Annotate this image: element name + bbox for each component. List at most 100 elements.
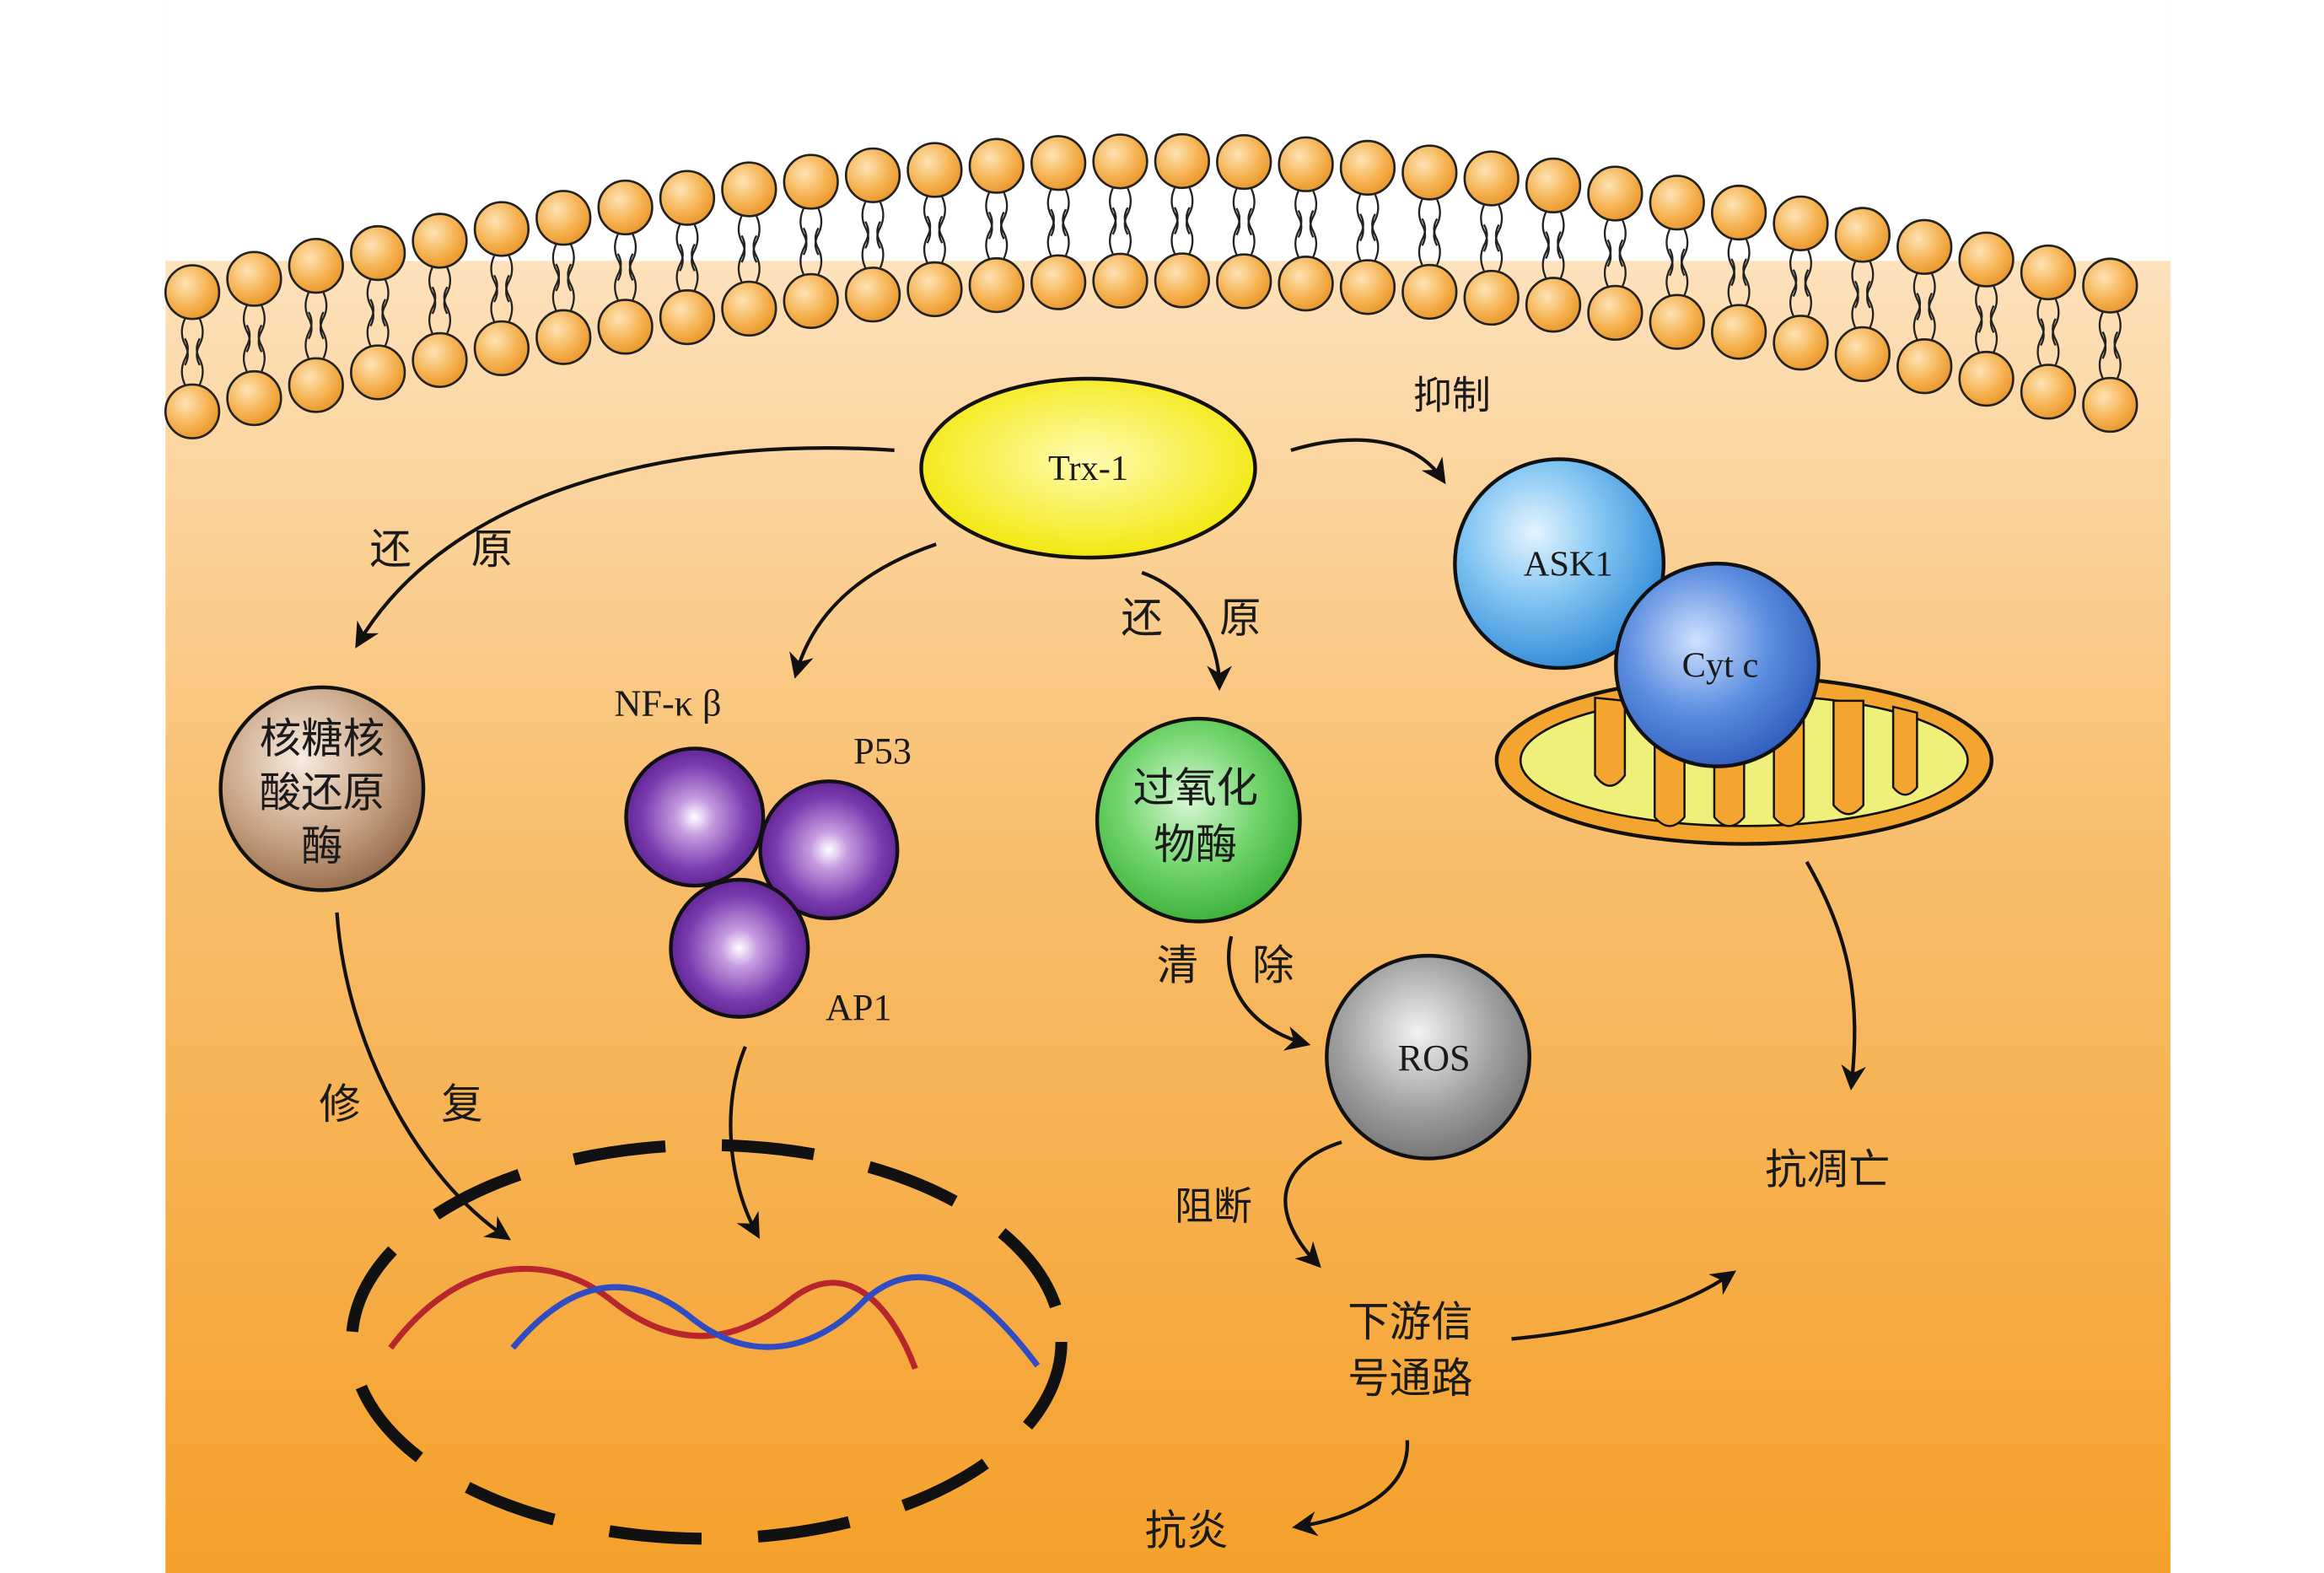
nucleus (346, 1139, 1068, 1545)
downstream-label-line2: 号通路 (1348, 1354, 1472, 1403)
edge-label-reduce-left-1: 还 (369, 525, 412, 574)
peroxidase-label-line1: 过氧化 (1133, 763, 1258, 812)
lipid-head (1649, 294, 1705, 350)
lipid-head (2082, 376, 2138, 434)
lipid-head (597, 299, 654, 355)
trx1-label: Trx-1 (1048, 449, 1128, 488)
ap1-label: AP1 (826, 987, 892, 1028)
ros-label: ROS (1398, 1037, 1471, 1079)
lipid-head (1339, 139, 1396, 197)
node-peroxidase: 过氧化 物酶 (1095, 716, 1302, 924)
lipid-head (844, 147, 901, 203)
lipid-head (844, 267, 901, 323)
edge-label-repair-2: 复 (441, 1080, 483, 1129)
edge-label-block: 阻断 (1175, 1183, 1252, 1229)
dna-strand-red (388, 1265, 918, 1371)
edge-inhibit (1290, 438, 1446, 485)
lipid-head (1216, 133, 1272, 191)
edge-label-reduce-mid-2: 原 (1219, 594, 1262, 643)
lipid-head (906, 261, 963, 318)
lipid-head (1278, 256, 1334, 312)
lipid-head (968, 256, 1025, 314)
lipid-head (350, 224, 406, 282)
edge-downstream-to-antiapoptosis (1511, 1270, 1737, 1341)
lipid-head (1463, 269, 1520, 326)
lipid-head (1834, 326, 1891, 383)
dna-strand-blue (510, 1274, 1041, 1368)
edge-mito-to-antiapoptosis (1805, 860, 1866, 1091)
node-ribonucleotide-reductase: 核糖核 酸还原 酶 (218, 685, 426, 892)
outcome-anti-inflammation: 抗炎 (1145, 1506, 1229, 1554)
ask1-label: ASK1 (1524, 544, 1613, 584)
lipid-head (473, 201, 530, 257)
edge-trx-to-tf (789, 542, 937, 679)
edge-reduce-left (355, 446, 895, 649)
peroxidase-label-line2: 物酶 (1154, 820, 1237, 869)
edge-label-clear-1: 清 (1157, 940, 1199, 989)
lipid-head (1958, 231, 2015, 288)
edge-downstream-to-antiinflammation (1292, 1440, 1409, 1537)
lipid-head (659, 288, 716, 346)
node-trx1: Trx-1 (919, 376, 1257, 560)
rnr-label-line1: 核糖核 (260, 714, 385, 763)
lipid-head (783, 272, 839, 330)
lipid-head (473, 320, 530, 377)
lipid-head (597, 179, 654, 236)
cell-membrane (164, 132, 2138, 439)
edge-label-reduce-left-2: 原 (471, 525, 514, 574)
rnr-label-line2: 酸还原 (260, 768, 385, 816)
edge-label-clear-2: 除 (1252, 940, 1294, 989)
lipid-head (1896, 218, 1953, 275)
lipid-head (1030, 135, 1087, 191)
edge-repair (335, 912, 512, 1241)
lipid-head (1525, 277, 1582, 333)
downstream-label-line1: 下游信 (1348, 1297, 1472, 1346)
nfkb-sphere (624, 746, 766, 888)
node-cytc: Cyt c (1614, 562, 1821, 768)
ap1-sphere (669, 877, 810, 1019)
lipid-head (1092, 133, 1149, 190)
dna-helix (388, 1265, 1041, 1371)
p53-sphere (758, 779, 900, 921)
lipid-head (1834, 207, 1891, 263)
lipid-head (2082, 257, 2138, 314)
outcome-anti-apoptosis: 抗凋亡 (1765, 1145, 1890, 1194)
lipid-head (1710, 304, 1767, 360)
lipid-head (2020, 244, 2077, 301)
node-ask1: ASK1 (1453, 457, 1666, 671)
node-ros: ROS (1325, 953, 1531, 1161)
lipid-head (1773, 315, 1829, 371)
lipid-head (1216, 253, 1272, 310)
rnr-label-line3: 酶 (301, 822, 343, 870)
lipid-head (1710, 184, 1767, 241)
p53-label: P53 (853, 730, 912, 772)
lipid-head (1030, 254, 1087, 310)
lipid-head (535, 309, 592, 365)
lipid-head (1958, 350, 2015, 407)
lipid-head (1339, 259, 1396, 315)
lipid-head (659, 170, 716, 226)
lipid-head (1154, 132, 1211, 190)
cytc-label: Cyt c (1682, 646, 1759, 686)
lipid-head (1278, 136, 1334, 192)
lipid-head (288, 357, 344, 413)
lipid-head (1587, 284, 1643, 342)
lipid-head (412, 213, 468, 269)
lipid-head (1896, 338, 1953, 395)
lipid-head (226, 369, 282, 427)
edge-label-repair-1: 修 (319, 1080, 361, 1129)
lipid-head (1154, 252, 1211, 309)
lipid-head (968, 137, 1025, 194)
lipid-head (1092, 252, 1149, 309)
edge-label-reduce-mid-1: 还 (1121, 594, 1163, 643)
lipid-head (1649, 175, 1705, 231)
node-transcription-factors: NF-κ β P53 AP1 (614, 683, 911, 1029)
lipid-head (906, 142, 963, 198)
lipid-head (412, 331, 468, 389)
lipid-head (1401, 263, 1458, 321)
lipid-head (164, 264, 221, 321)
lipid-head (2020, 364, 2077, 420)
lipid-head (350, 344, 406, 401)
lipid-head (535, 190, 592, 246)
